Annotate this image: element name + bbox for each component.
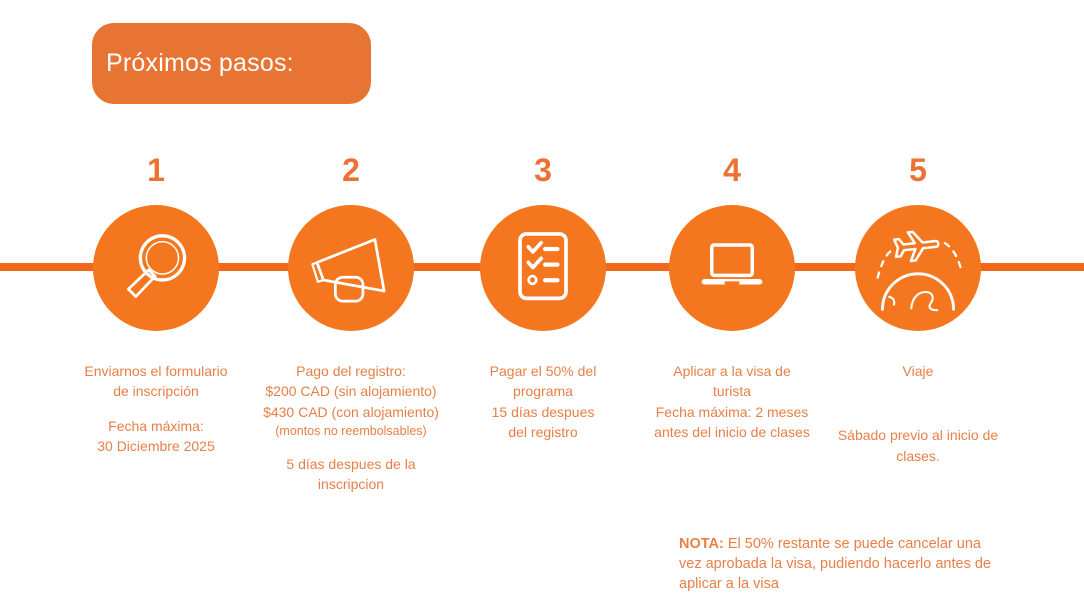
step-text-secondary: Fecha máxima: 30 Diciembre 2025 <box>97 417 215 454</box>
step-description: Aplicar a la visa de turista Fecha máxim… <box>622 361 842 442</box>
page-title: Próximos pasos: <box>106 49 294 77</box>
step-description: Pagar el 50% del programa 15 días despue… <box>433 361 653 442</box>
step-number: 4 <box>723 152 741 188</box>
step-4: 4 Aplicar a la visa de turista Fecha máx… <box>622 150 842 442</box>
plane-globe-icon <box>876 230 963 312</box>
magnifier-icon <box>127 234 187 298</box>
step-3: 3 Pagar el 50% del programa 15 días desp… <box>433 150 653 442</box>
step-text-main: Pagar el 50% del programa <box>489 363 597 400</box>
step-text-main: Enviarnos el formulario de inscripción <box>84 363 228 400</box>
step-text-secondary: 15 días despues del registro <box>491 403 595 440</box>
step-text-small: (montos no reembolsables) <box>275 423 427 438</box>
step-number: 2 <box>342 152 360 188</box>
step-number: 3 <box>534 152 552 188</box>
step-5: 5 Viaje Sábado previo al inicio de clase… <box>808 150 1028 466</box>
megaphone-icon <box>311 238 386 303</box>
step-description: Enviarnos el formulario de inscripción F… <box>46 361 266 456</box>
step-2: 2 Pago del registro: $200 CAD (sin aloja… <box>241 150 461 495</box>
step-text-main: Pago del registro: $200 CAD (sin alojami… <box>263 363 439 420</box>
laptop-icon <box>701 243 763 285</box>
step-text-secondary: Fecha máxima: 2 meses antes del inicio d… <box>654 403 810 440</box>
title-box: Próximos pasos: <box>92 23 371 104</box>
step-number: 1 <box>147 152 165 188</box>
step-text-main: Aplicar a la visa de turista <box>673 363 791 400</box>
step-description: Pago del registro: $200 CAD (sin alojami… <box>241 361 461 495</box>
note-text: El 50% restante se puede cancelar una ve… <box>679 536 991 592</box>
step-circle <box>93 205 219 331</box>
note-label: NOTA: <box>679 536 724 552</box>
step-circle <box>288 205 414 331</box>
step-text-secondary: Sábado previo al inicio de clases. <box>837 427 999 464</box>
step-description: Viaje Sábado previo al inicio de clases. <box>808 361 1028 466</box>
step-circle <box>480 205 606 331</box>
note-block: NOTA: El 50% restante se puede cancelar … <box>679 514 1044 594</box>
step-1: 1 Enviarnos el formulario de inscripción… <box>46 150 266 456</box>
step-number: 5 <box>909 152 927 188</box>
step-circle <box>669 205 795 331</box>
checklist-icon <box>518 232 568 301</box>
step-text-secondary: 5 días despues de la inscripcion <box>286 456 416 493</box>
step-text-main: Viaje <box>902 363 934 379</box>
step-circle <box>855 205 981 331</box>
